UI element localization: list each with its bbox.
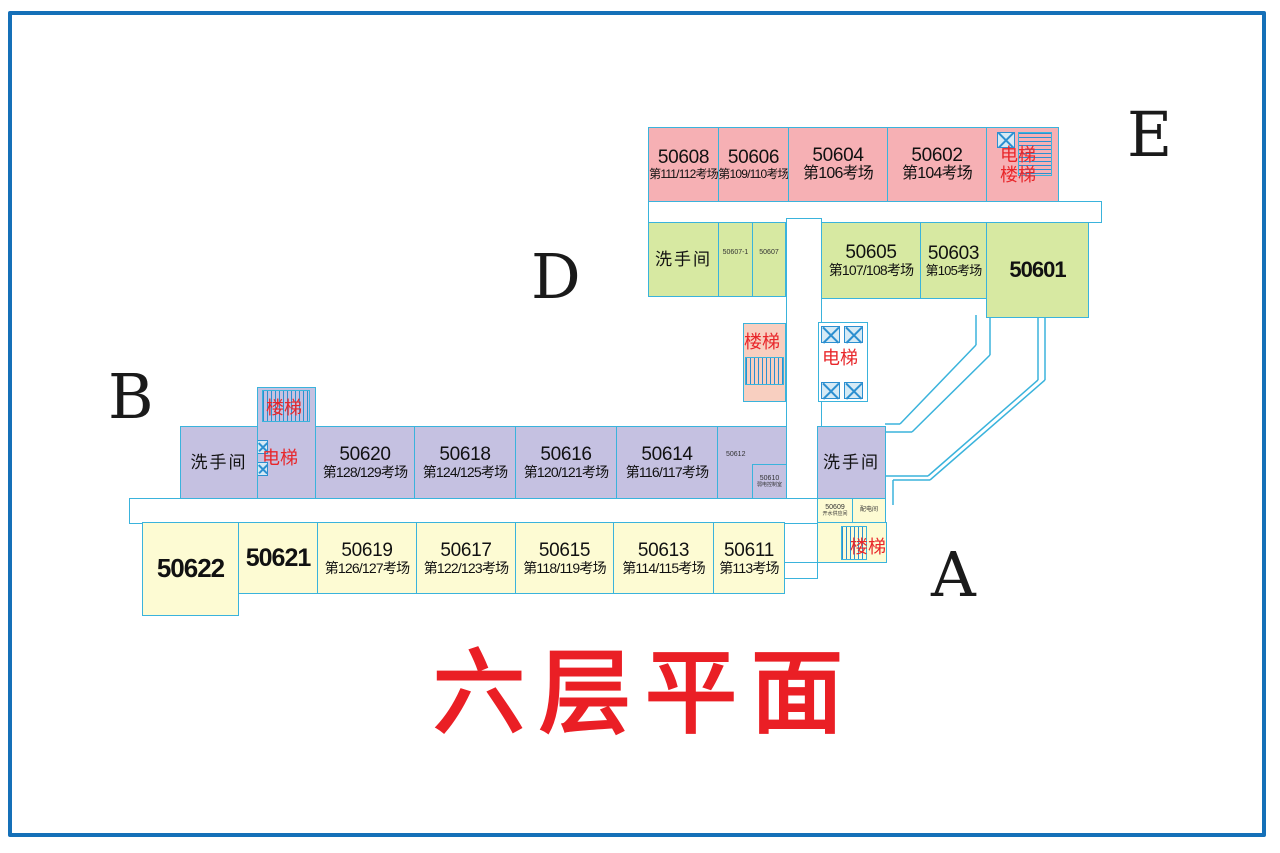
- elevator-icon: [844, 382, 863, 399]
- elevator-icon: [997, 132, 1015, 148]
- wing-label-b: B: [108, 360, 154, 433]
- stairs-label-a: 楼梯: [850, 537, 886, 557]
- room-number: 50615: [538, 539, 591, 561]
- exam-label: 第106考场: [803, 165, 874, 183]
- room-number: 50604: [812, 145, 864, 167]
- room-50615[interactable]: 50615 第118/119考场: [515, 522, 614, 594]
- room-number: 50607: [759, 249, 779, 256]
- room-number: 50614: [641, 444, 693, 466]
- corridor-main: [129, 498, 819, 524]
- room-number: 50609: [825, 504, 845, 512]
- page-frame: [8, 11, 1266, 837]
- washroom-a[interactable]: 洗手间: [817, 426, 886, 499]
- room-50618[interactable]: 50618 第124/125考场: [414, 426, 516, 499]
- room-50608[interactable]: 50608 第111/112考场: [648, 127, 719, 202]
- room-50616[interactable]: 50616 第120/121考场: [515, 426, 617, 499]
- exam-label: 第113考场: [719, 559, 779, 576]
- stairs-icon: [262, 390, 310, 422]
- exam-label: 第124/125考场: [422, 464, 508, 481]
- room-number: 50603: [927, 242, 980, 264]
- wing-label-d: D: [531, 240, 581, 313]
- washroom-label: 洗手间: [655, 249, 712, 269]
- room-number: 50605: [845, 242, 897, 264]
- room-50609[interactable]: 50609 开水供应间: [817, 498, 853, 523]
- exam-label: 第116/117考场: [625, 464, 709, 481]
- wing-label-e: E: [1127, 98, 1173, 171]
- room-50619[interactable]: 50619 第126/127考场: [317, 522, 417, 594]
- room-50620[interactable]: 50620 第128/129考场: [315, 426, 415, 499]
- room-50617[interactable]: 50617 第122/123考场: [416, 522, 516, 594]
- room-number: 50617: [440, 539, 492, 561]
- room-number: 50619: [341, 539, 393, 561]
- stairs-icon: [841, 526, 867, 560]
- exam-label: 第105考场: [925, 262, 983, 278]
- corridor-d: [786, 218, 822, 524]
- room-50606[interactable]: 50606 第109/110考场: [718, 127, 789, 202]
- elevator-icon: [821, 382, 840, 399]
- exam-label: 第107/108考场: [828, 262, 914, 279]
- exam-label: 第118/119考场: [523, 559, 606, 576]
- room-number: 50620: [339, 444, 391, 466]
- exam-label: 第120/121考场: [523, 464, 609, 481]
- room-number: 50621: [245, 543, 312, 572]
- power-room[interactable]: 配电间: [852, 498, 886, 523]
- elevator-label-e: 电梯: [1000, 145, 1036, 165]
- room-number: 50611: [724, 539, 774, 561]
- room-50603[interactable]: 50603 第105考场: [920, 222, 987, 299]
- room-number: 50613: [637, 539, 690, 561]
- corridor-stub: [784, 562, 818, 579]
- room-number: 50610: [759, 475, 780, 483]
- washroom-b[interactable]: 洗手间: [180, 426, 258, 499]
- room-number: 50622: [156, 553, 225, 584]
- room-note: 开水供应间: [822, 510, 848, 517]
- room-50614[interactable]: 50614 第116/117考场: [616, 426, 718, 499]
- exam-label: 第104考场: [902, 165, 973, 183]
- washroom-d[interactable]: 洗手间: [648, 222, 719, 297]
- room-note: 弱电控制室: [756, 481, 782, 488]
- exam-label: 第126/127考场: [324, 559, 410, 576]
- room-50610[interactable]: 50610 弱电控制室: [752, 464, 787, 499]
- room-number: 50607-1: [722, 249, 749, 256]
- room-note: 配电间: [859, 507, 878, 514]
- room-50622[interactable]: 50622: [142, 522, 239, 616]
- exam-label: 第111/112考场: [649, 167, 718, 182]
- room-50601[interactable]: 50601: [986, 222, 1089, 318]
- room-50607[interactable]: 50607: [752, 222, 786, 297]
- room-50607-1[interactable]: 50607-1: [718, 222, 753, 297]
- room-50602[interactable]: 50602 第104考场: [887, 127, 987, 202]
- room-number: 50618: [439, 444, 491, 466]
- exam-label: 第122/123考场: [423, 559, 509, 576]
- floor-title: 六层平面: [432, 640, 857, 747]
- washroom-label: 洗手间: [190, 452, 248, 472]
- room-number: 50612: [726, 451, 746, 458]
- stairs-icon: [1018, 132, 1052, 176]
- corridor-e: [648, 201, 1102, 223]
- room-50604[interactable]: 50604 第106考场: [788, 127, 888, 202]
- elevator-icon: [844, 326, 863, 343]
- room-number: 50606: [727, 147, 780, 169]
- room-50611[interactable]: 50611 第113考场: [713, 522, 785, 594]
- wing-label-a: A: [931, 538, 976, 611]
- room-number: 50602: [911, 145, 963, 167]
- room-number: 50616: [540, 444, 592, 466]
- stairs-icon: [745, 357, 784, 385]
- stairs-label-d: 楼梯: [744, 332, 780, 352]
- exam-label: 第109/110考场: [718, 167, 789, 182]
- elevator-label-b: 电梯: [262, 448, 298, 468]
- room-number: 50608: [657, 147, 710, 169]
- washroom-label: 洗手间: [823, 452, 880, 472]
- room-50621[interactable]: 50621: [238, 522, 318, 594]
- exam-label: 第128/129考场: [322, 464, 408, 481]
- exam-label: 第114/115考场: [622, 559, 705, 576]
- stairs-label-e: 楼梯: [1000, 165, 1036, 185]
- stairs-label-b: 楼梯: [266, 398, 302, 418]
- room-50605[interactable]: 50605 第107/108考场: [821, 222, 921, 299]
- room-50613[interactable]: 50613 第114/115考场: [613, 522, 714, 594]
- elevator-label-center: 电梯: [822, 348, 858, 368]
- room-number: 50601: [1009, 257, 1066, 283]
- elevator-icon: [821, 326, 840, 343]
